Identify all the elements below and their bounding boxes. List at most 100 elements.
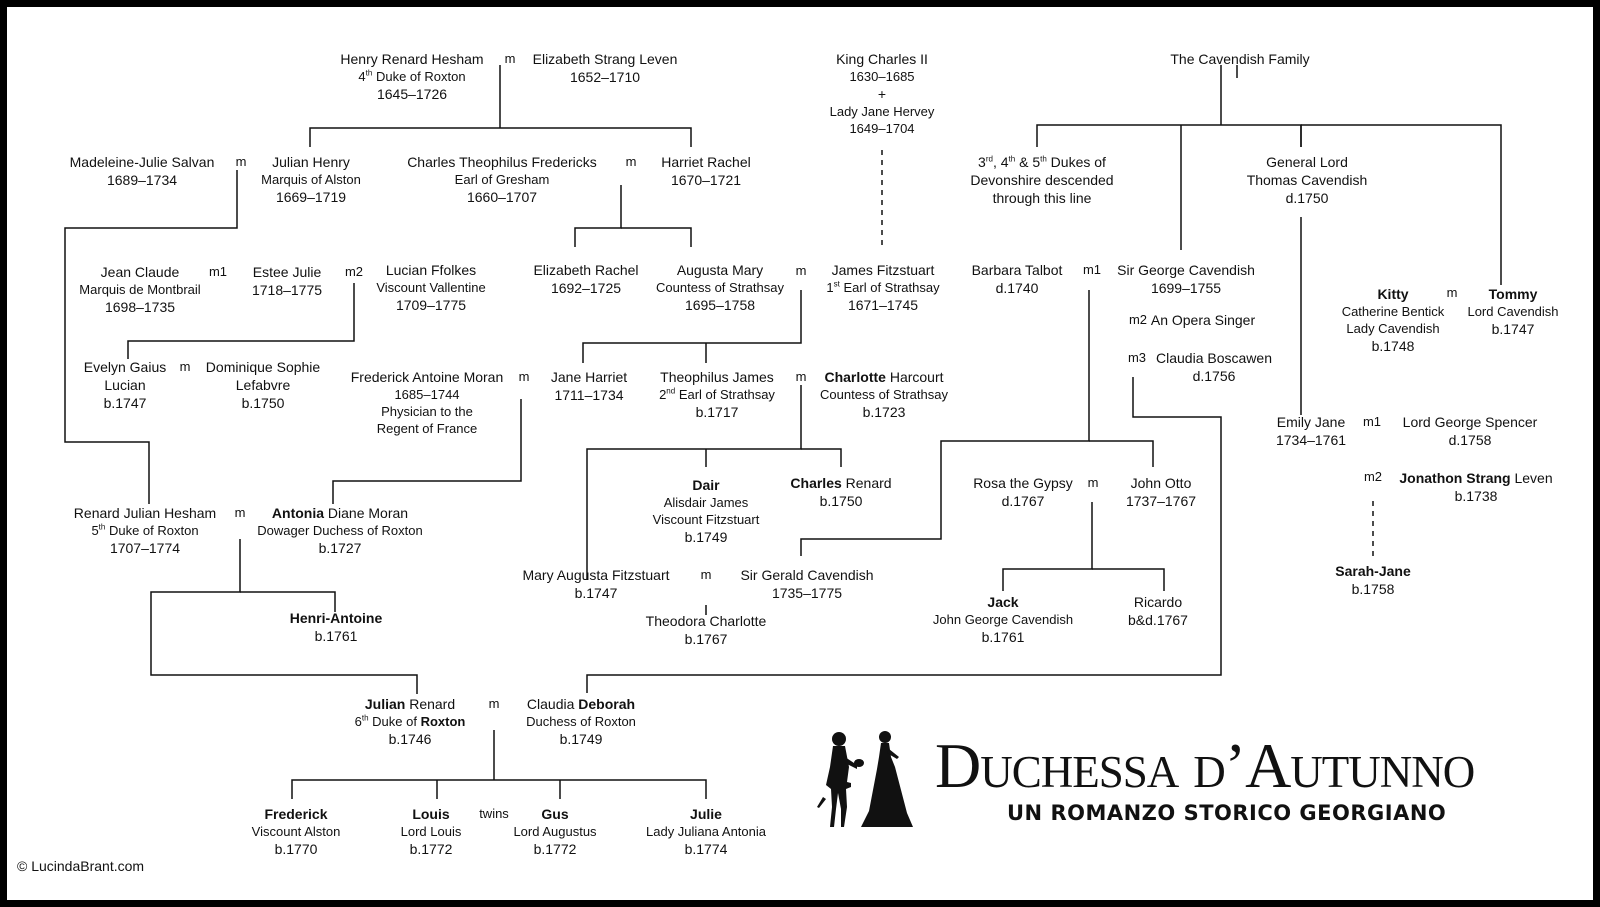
person-detail: b.1748 bbox=[1371, 338, 1415, 354]
person-name: Ricardo bbox=[1133, 594, 1183, 610]
person-name: John Otto bbox=[1130, 475, 1192, 491]
person-detail: Physician to the bbox=[381, 404, 473, 419]
marriage-mark: m bbox=[518, 369, 530, 384]
person-detail: b.1774 bbox=[684, 841, 728, 857]
person-name: Madeleine-Julie Salvan bbox=[69, 154, 215, 170]
twins-mark: twins bbox=[479, 806, 509, 821]
person-detail: b.1750 bbox=[241, 395, 285, 411]
person-name: The Cavendish Family bbox=[1170, 51, 1310, 67]
person-name: Emily Jane bbox=[1276, 414, 1346, 430]
marriage-mark: m1 bbox=[1362, 414, 1382, 429]
family-tree-canvas: { "people": { "henry_renard": [{"t":"Hen… bbox=[7, 7, 1593, 900]
person-name: Frederick Antoine Moran bbox=[350, 369, 504, 385]
person-name: Dominique Sophie bbox=[205, 359, 321, 375]
person-name: An Opera Singer bbox=[1150, 312, 1256, 328]
person-detail: b.1738 bbox=[1454, 488, 1498, 504]
marriage-mark: m3 bbox=[1127, 350, 1147, 365]
person-name: General Lord bbox=[1266, 154, 1348, 170]
person-name: Jane Harriet bbox=[550, 369, 628, 385]
person-detail: d.1756 bbox=[1192, 368, 1236, 384]
person-detail: 1652–1710 bbox=[569, 69, 641, 85]
person-jane-harriet: Jane Harriet 1711–1734 bbox=[551, 368, 627, 404]
person-detail: b.1746 bbox=[388, 731, 432, 747]
person-the-cavendish-family: The Cavendish Family bbox=[1170, 50, 1309, 68]
person-detail: Lady Cavendish bbox=[1346, 321, 1440, 336]
person-rosa-the-gypsy: Rosa the Gypsy d.1767 bbox=[973, 474, 1073, 510]
person-detail: 1630–1685 bbox=[849, 69, 915, 84]
person-name: Sir Gerald Cavendish bbox=[740, 567, 874, 583]
person-detail: d.1758 bbox=[1448, 432, 1492, 448]
person-detail: d.1750 bbox=[1285, 190, 1329, 206]
marriage-mark: m bbox=[234, 505, 246, 520]
person-name: Lord George Spencer bbox=[1402, 414, 1538, 430]
person-name: Rosa the Gypsy bbox=[973, 475, 1073, 491]
marriage-mark: m bbox=[625, 154, 637, 169]
person-detail: d.1767 bbox=[1001, 493, 1045, 509]
marriage-mark: m bbox=[179, 359, 191, 374]
person-name: Henry Renard Hesham bbox=[340, 51, 484, 67]
person-detail: b.1723 bbox=[862, 404, 906, 420]
person-name: Julie bbox=[690, 806, 722, 822]
person-name: Tommy bbox=[1488, 286, 1538, 302]
person-detail: Duchess of Roxton bbox=[526, 714, 636, 729]
person-detail: b.1749 bbox=[559, 731, 603, 747]
person-detail: Alisdair James bbox=[663, 495, 749, 510]
person-detail: b.1767 bbox=[684, 631, 728, 647]
person-detail: 1685–1744 bbox=[394, 387, 460, 402]
person-name: Theodora Charlotte bbox=[645, 613, 767, 629]
person-name: Claudia Boscawen bbox=[1156, 350, 1272, 366]
person-name: Dair bbox=[692, 477, 720, 493]
person-name: Julian Renard bbox=[364, 696, 456, 712]
person-name: Antonia Diane Moran bbox=[271, 505, 409, 521]
marriage-mark: m bbox=[504, 51, 516, 66]
person-detail: 1670–1721 bbox=[670, 172, 742, 188]
person-detail: 1649–1704 bbox=[849, 121, 915, 136]
person-detail: b.1747 bbox=[1491, 321, 1535, 337]
person-name: 3rd, 4th & 5th Dukes of bbox=[978, 154, 1106, 170]
person-detail: Lord Augustus bbox=[513, 824, 597, 839]
person-detail: 1660–1707 bbox=[466, 189, 538, 205]
person-detail: Earl of Gresham bbox=[454, 172, 550, 187]
person-detail: 1698–1735 bbox=[104, 299, 176, 315]
person-detail: 1711–1734 bbox=[554, 387, 624, 403]
person-detail: Viscount Fitzstuart bbox=[652, 512, 760, 527]
person-detail: Countess of Strathsay bbox=[820, 387, 948, 402]
person-detail: 1737–1767 bbox=[1125, 493, 1197, 509]
person-name: Augusta Mary bbox=[676, 262, 764, 278]
person-detail: 1689–1734 bbox=[106, 172, 178, 188]
person-detail: Regent of France bbox=[376, 421, 478, 436]
person-name: Louis bbox=[412, 806, 450, 822]
person-theodora-charlotte: Theodora Charlotte b.1767 bbox=[646, 612, 767, 648]
person-detail: 1709–1775 bbox=[395, 297, 467, 313]
person-lord-george-spencer: Lord George Spencer d.1758 bbox=[1403, 413, 1538, 449]
person-detail: b.1758 bbox=[1351, 581, 1395, 597]
marriage-mark: m bbox=[235, 154, 247, 169]
person-detail: through this line bbox=[992, 190, 1092, 206]
person-name: Elizabeth Rachel bbox=[533, 262, 639, 278]
person-name: Sir George Cavendish bbox=[1117, 262, 1255, 278]
person-detail: Lady Juliana Antonia bbox=[646, 824, 766, 839]
